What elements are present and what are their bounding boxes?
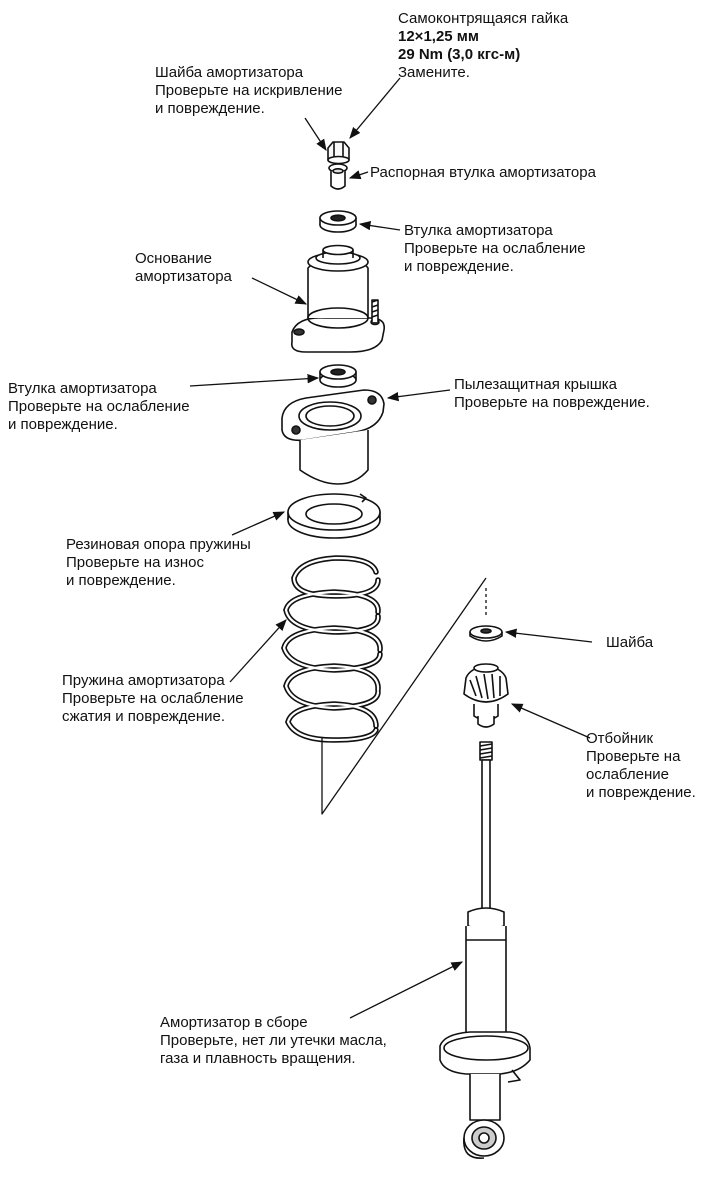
spacer-name: Распорная втулка амортизатора [370,164,596,181]
bump-stop-name: Отбойник [586,730,654,747]
shock-check-2: газа и плавность вращения. [160,1050,356,1067]
coil-spring-part [281,555,383,743]
bushing-top-check: Проверьте на ослабление [404,240,586,257]
lock-nut-torque: 29 Nm (3,0 кгс-м) [398,46,521,63]
washer-small-label: Шайба [606,634,653,652]
spacer-label: Распорная втулка амортизатора [370,164,596,182]
base-name-2: амортизатора [135,268,232,285]
shock-base-part [290,244,386,353]
dust-cover-check: Проверьте на повреждение. [454,394,650,411]
bushing-top-check-2: и повреждение. [404,258,514,275]
bump-stop-label: Отбойник Проверьте на ослабление и повре… [586,730,696,802]
bushing-lower-check-2: и повреждение. [8,416,118,433]
bump-stop-check-3: и повреждение. [586,784,696,801]
washer-top-check: Проверьте на искривление [155,82,343,99]
shock-label: Амортизатор в сборе Проверьте, нет ли ут… [160,1014,387,1068]
bump-stop-part [463,663,509,728]
lock-nut-name: Самоконтрящаяся гайка [398,10,569,27]
bump-stop-check-2: ослабление [586,766,669,783]
guide-lines [321,577,487,815]
spring-check: Проверьте на ослабление [62,690,244,707]
bushing-top-label: Втулка амортизатора Проверьте на ослабле… [404,222,586,276]
washer-top-name: Шайба амортизатора [155,64,304,81]
bump-stop-check: Проверьте на [586,748,681,765]
dust-cover-name: Пылезащитная крышка [454,376,618,393]
dust-cover-part [281,389,385,485]
spring-check-2: сжатия и повреждение. [62,708,226,725]
lock-nut-thread: 12×1,25 мм [398,28,479,45]
base-label: Основание амортизатора [135,250,232,286]
spring-seat-check: Проверьте на износ [66,554,204,571]
washer-top-check-2: и повреждение. [155,100,265,117]
spring-name: Пружина амортизатора [62,672,225,689]
spacer-sleeve-part [328,163,348,190]
spring-seat-name: Резиновая опора пружины [66,536,251,553]
lock-nut-note: Замените. [398,64,470,81]
base-name: Основание [135,250,212,267]
shock-check: Проверьте, нет ли утечки масла, [160,1032,387,1049]
bushing-lower-name: Втулка амортизатора [8,380,157,397]
shock-absorber-part [439,741,531,1159]
spring-label: Пружина амортизатора Проверьте на ослабл… [62,672,244,726]
washer-small-name: Шайба [606,634,654,651]
small-washer-part [469,625,503,642]
upper-bushing-part [319,210,357,233]
washer-top-label: Шайба амортизатора Проверьте на искривле… [155,64,343,118]
shock-name: Амортизатор в сборе [160,1014,308,1031]
leader-lines [189,77,593,1019]
lock-nut-label: Самоконтрящаяся гайка 12×1,25 мм 29 Nm (… [398,10,568,82]
lower-bushing-part [319,364,357,388]
lock-nut-part [327,141,350,165]
bushing-top-name: Втулка амортизатора [404,222,553,239]
bushing-lower-label: Втулка амортизатора Проверьте на ослабле… [8,380,190,434]
spring-seat-part [287,493,381,539]
spring-seat-label: Резиновая опора пружины Проверьте на изн… [66,536,251,590]
dust-cover-label: Пылезащитная крышка Проверьте на поврежд… [454,376,650,412]
spring-seat-check-2: и повреждение. [66,572,176,589]
bushing-lower-check: Проверьте на ослабление [8,398,190,415]
